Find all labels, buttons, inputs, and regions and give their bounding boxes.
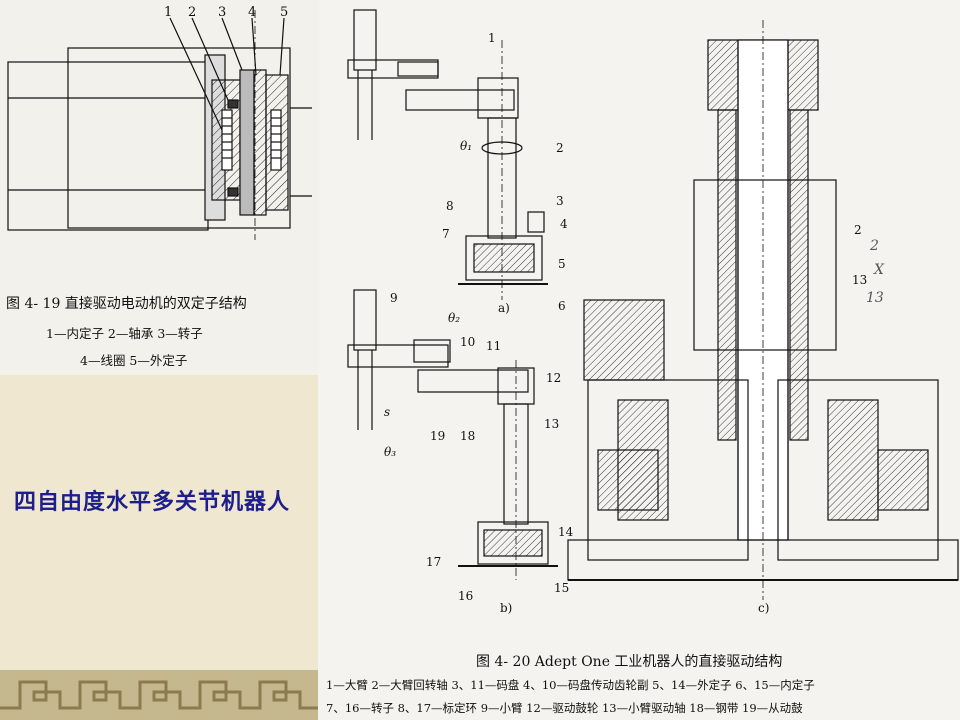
fig20-legend-line1: 1—大臂 2—大臂回转轴 3、11—码盘 4、10—码盘传动齿轮副 5、14—外…	[326, 678, 815, 692]
label-a-1: 1	[488, 31, 496, 45]
fig19-legend-line1: 1—内定子 2—轴承 3—转子	[46, 326, 203, 341]
label-a-2: 2	[556, 141, 564, 155]
label-b-10: 10	[460, 335, 475, 349]
label-b-17: 17	[426, 555, 441, 569]
fig20-drawing: 1 2 3 4 5 6 7 8 θ₁ a) 9 10 11 12 13 14 1…	[347, 9, 959, 615]
label-b-16: 16	[458, 589, 473, 603]
label-a-8: 8	[446, 199, 454, 213]
theta3-label: θ₃	[384, 445, 396, 459]
fig19-caption: 图 4- 19 直接驱动电动机的双定子结构	[6, 296, 247, 312]
sub-a-label: a)	[498, 301, 510, 315]
label-c-2: 2	[854, 223, 862, 237]
label-b-19: 19	[430, 429, 445, 443]
label-a-5: 5	[558, 257, 566, 271]
fig19-label-4: 4	[248, 5, 256, 20]
fig19-label-3: 3	[218, 5, 226, 20]
fig19-label-5: 5	[280, 5, 288, 20]
handwritten-x: X	[873, 262, 885, 278]
s-label: s	[384, 405, 390, 419]
label-b-12: 12	[546, 371, 561, 385]
label-a-7: 7	[442, 227, 450, 241]
handwritten-2: 2	[869, 238, 879, 254]
fig20-legend-line2: 7、16—转子 8、17—标定环 9—小臂 12—驱动鼓轮 13—小臂驱动轴 1…	[326, 701, 803, 715]
label-b-15: 15	[554, 581, 569, 595]
label-c-13: 13	[852, 273, 867, 287]
fig19-drawing: 1 2 3 4 5	[7, 5, 312, 240]
label-b-11: 11	[486, 339, 501, 353]
sub-c-label: c)	[758, 601, 769, 615]
theta2-label: θ₂	[448, 311, 460, 325]
label-b-9: 9	[390, 291, 398, 305]
handwritten-13: 13	[866, 290, 884, 306]
label-b-13: 13	[544, 417, 559, 431]
fig19-label-1: 1	[164, 5, 172, 20]
ornament-border	[0, 670, 318, 720]
fig19-legend-line2: 4—线圈 5—外定子	[80, 353, 188, 368]
fig20-caption: 图 4- 20 Adept One 工业机器人的直接驱动结构	[476, 654, 783, 670]
label-b-14: 14	[558, 525, 574, 539]
label-b-18: 18	[460, 429, 475, 443]
slide-title: 四自由度水平多关节机器人	[14, 490, 291, 515]
sub-b-label: b)	[500, 601, 512, 615]
title-panel	[0, 375, 318, 720]
label-a-3: 3	[556, 194, 564, 208]
fig19-label-2: 2	[188, 5, 196, 20]
label-a-6: 6	[558, 299, 566, 313]
label-a-4: 4	[560, 217, 568, 231]
theta1-label: θ₁	[460, 139, 472, 153]
